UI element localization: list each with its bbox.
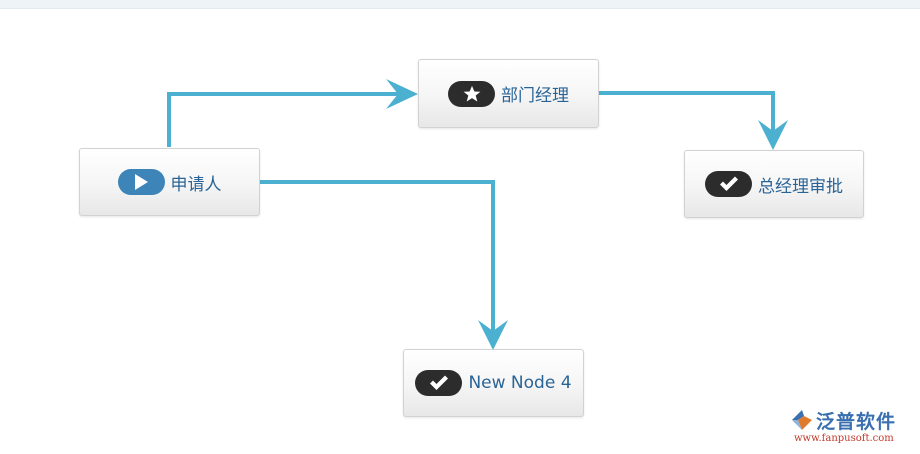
node-dept-manager[interactable]: 部门经理	[418, 59, 599, 128]
watermark: 泛普软件 www.fanpusoft.com	[790, 406, 914, 446]
node-label: 总经理审批	[758, 176, 843, 197]
arrowhead-icon	[386, 79, 418, 109]
brand-logo-icon	[792, 410, 812, 430]
watermark-url: www.fanpusoft.com	[794, 433, 894, 444]
node-gm-approval[interactable]: 总经理审批	[684, 150, 864, 218]
node-label: 申请人	[170, 174, 222, 195]
node-applicant[interactable]: 申请人	[79, 148, 260, 216]
play-icon	[117, 169, 165, 195]
edge-applicant-to-new-node-4	[260, 180, 508, 350]
node-label: New Node 4	[468, 373, 572, 393]
watermark-name: 泛普软件	[816, 411, 897, 433]
node-new-node-4[interactable]: New Node 4	[403, 349, 584, 417]
node-label: 部门经理	[501, 86, 569, 106]
edge-applicant-to-dept-manager	[167, 79, 418, 147]
star-icon	[448, 80, 495, 107]
arrowhead-icon	[758, 120, 788, 150]
check-icon	[415, 370, 463, 396]
arrowhead-icon	[478, 320, 508, 350]
top-bar	[0, 0, 920, 9]
check-icon	[705, 171, 752, 197]
edge-dept-manager-to-gm-approval	[598, 91, 788, 150]
